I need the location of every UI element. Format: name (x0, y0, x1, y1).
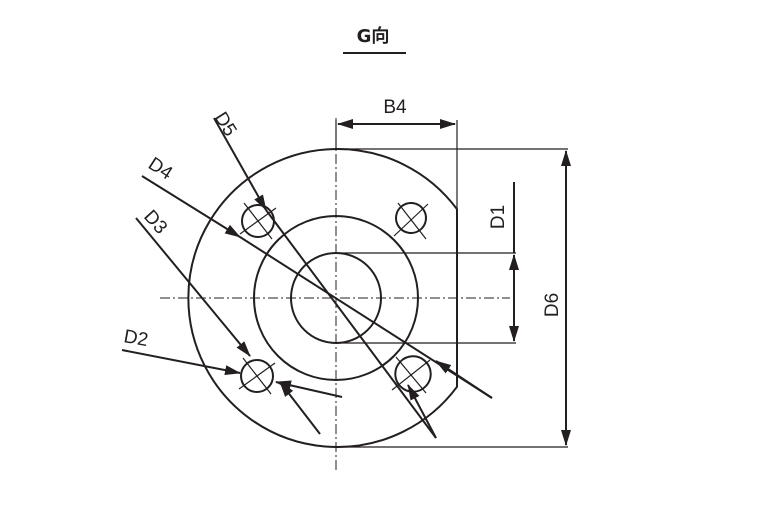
label-d3: D3 (139, 206, 171, 238)
hub-circle (253, 215, 419, 381)
label-b4: B4 (383, 97, 407, 118)
label-d6: D6 (542, 293, 563, 317)
bolt-hole-bottom-right (391, 355, 432, 394)
dimension-d2: D2 (121, 326, 343, 398)
bolt-hole-top-left (239, 202, 277, 240)
flange-outline (187, 147, 458, 448)
view-title: G向 (357, 25, 390, 47)
dimension-d6: D6 (336, 148, 571, 448)
label-d2: D2 (122, 326, 150, 351)
label-d1: D1 (488, 205, 509, 229)
label-d5: D5 (210, 109, 241, 141)
bolt-hole-top-right (393, 202, 429, 240)
dimension-d1: D1 (336, 182, 519, 344)
bolt-hole-bottom-left (238, 357, 276, 395)
dimension-b4: B4 (335, 97, 458, 210)
